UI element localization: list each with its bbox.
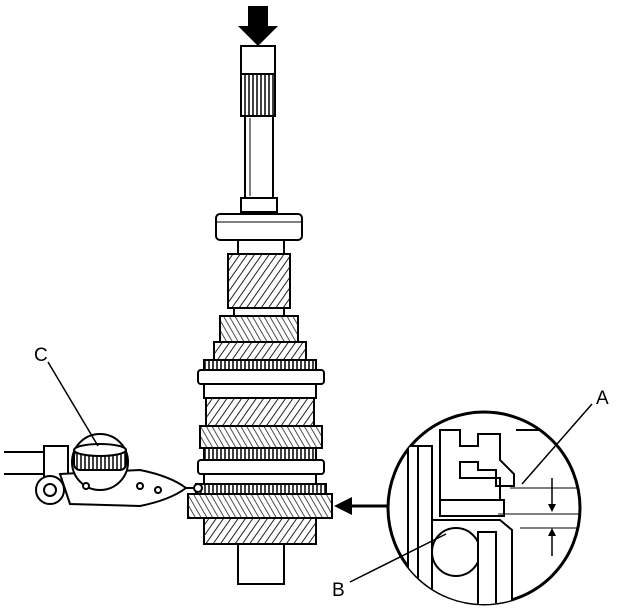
callout-b: B: [332, 580, 345, 601]
mainshaft: [215, 45, 303, 317]
dial-indicator: [4, 433, 203, 508]
down-arrow-icon: [238, 6, 278, 46]
callout-c: C: [34, 345, 48, 366]
gear-stack: [187, 315, 333, 585]
magnified-detail: [386, 410, 582, 606]
leader-lines: [47, 361, 593, 583]
callout-a: A: [596, 388, 609, 409]
left-arrow-icon: [334, 497, 388, 515]
